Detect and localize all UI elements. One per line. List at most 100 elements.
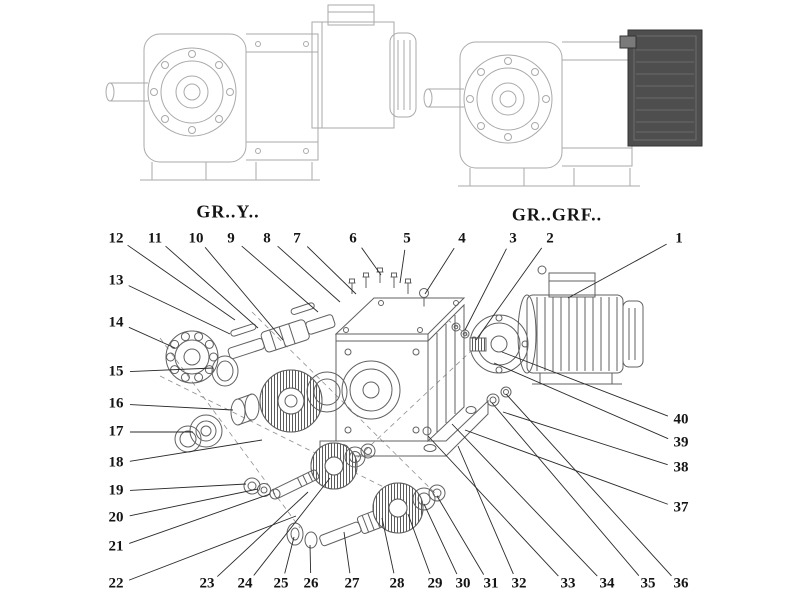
- gear-case-body: [562, 41, 633, 167]
- leader-line-5: [399, 249, 406, 284]
- callout-31: 31: [482, 575, 500, 592]
- front-housing: [143, 33, 247, 163]
- callout-34: 34: [598, 575, 616, 592]
- motor: [517, 265, 644, 385]
- oil-seal-ring: [211, 355, 239, 387]
- callout-38: 38: [672, 459, 690, 476]
- leader-line-1: [567, 243, 667, 299]
- callout-27: 27: [343, 575, 361, 592]
- callout-4: 4: [457, 230, 467, 247]
- exploded-view-drawing: [159, 265, 644, 549]
- housing-bore: [341, 360, 401, 420]
- callout-39: 39: [672, 434, 690, 451]
- callout-16: 16: [107, 395, 125, 412]
- callout-2: 2: [545, 230, 555, 247]
- leader-line-10: [204, 247, 284, 341]
- callout-28: 28: [388, 575, 406, 592]
- input-bearing: [165, 330, 219, 384]
- callout-3: 3: [508, 230, 518, 247]
- drain-plug: [422, 426, 432, 436]
- leader-line-7: [306, 246, 357, 295]
- callout-5: 5: [402, 230, 412, 247]
- fan-cowl: [389, 32, 417, 118]
- leader-line-25: [284, 536, 295, 574]
- callout-13: 13: [107, 272, 125, 289]
- leader-line-39: [493, 362, 669, 440]
- callout-22: 22: [107, 575, 125, 592]
- output-shaft-end: [423, 88, 433, 108]
- gear-housing: [319, 297, 489, 457]
- leader-line-19: [129, 483, 247, 491]
- leader-line-31: [436, 495, 485, 575]
- mounting-foot: [255, 162, 313, 181]
- callout-29: 29: [426, 575, 444, 592]
- leader-line-13: [128, 285, 231, 335]
- leader-line-33: [427, 435, 559, 577]
- front-housing: [459, 41, 563, 169]
- housing-side-face: [427, 303, 465, 443]
- mounting-foot: [469, 168, 525, 187]
- leader-line-37: [464, 429, 668, 505]
- gear-case-body: [246, 33, 319, 161]
- callout-24: 24: [236, 575, 254, 592]
- cover-bolts: [348, 267, 429, 307]
- callout-6: 6: [348, 230, 358, 247]
- grf-line-drawing: [423, 29, 703, 187]
- callout-25: 25: [272, 575, 290, 592]
- callout-30: 30: [454, 575, 472, 592]
- leader-line-15: [129, 367, 214, 372]
- callout-8: 8: [262, 230, 272, 247]
- fan-cowl: [622, 300, 644, 368]
- leader-line-8: [277, 245, 341, 303]
- leader-line-20: [129, 488, 259, 517]
- output-shaft-assembly: [286, 482, 446, 549]
- callout-10: 10: [187, 230, 205, 247]
- motor-pinion: [469, 337, 487, 352]
- leader-line-14: [128, 326, 176, 349]
- callout-15: 15: [107, 363, 125, 380]
- callout-23: 23: [198, 575, 216, 592]
- leader-line-35: [491, 402, 640, 576]
- callout-19: 19: [107, 482, 125, 499]
- terminal-box: [548, 272, 596, 298]
- callout-20: 20: [107, 509, 125, 526]
- callout-12: 12: [107, 230, 125, 247]
- leader-line-11: [165, 245, 259, 329]
- callout-7: 7: [292, 230, 302, 247]
- retaining-rings: [486, 386, 512, 407]
- callout-40: 40: [672, 411, 690, 428]
- second-stage-gear-cluster: [243, 442, 376, 500]
- leader-line-23: [217, 491, 309, 577]
- leader-line-28: [381, 517, 395, 574]
- motor-body: [311, 21, 395, 129]
- input-shaft-assembly: [227, 302, 336, 360]
- leader-line-34: [451, 423, 598, 577]
- leader-line-4: [424, 247, 455, 295]
- callout-17: 17: [107, 423, 125, 440]
- bolt-icon: [390, 272, 398, 288]
- callout-26: 26: [302, 575, 320, 592]
- mounting-foot: [573, 168, 631, 187]
- block-terminal: [619, 35, 637, 49]
- motor-flange: [469, 314, 529, 374]
- leader-line-21: [129, 493, 271, 544]
- leader-line-3: [464, 248, 507, 331]
- eyebolt-icon: [537, 265, 547, 275]
- intermediate-pinion-shaft: [272, 469, 320, 499]
- spacer-sleeve: [230, 393, 260, 426]
- compact-motor-block: [619, 29, 703, 147]
- callout-18: 18: [107, 454, 125, 471]
- leader-line-2: [475, 247, 543, 341]
- callout-36: 36: [672, 575, 690, 592]
- leader-line-36: [505, 393, 672, 577]
- callout-1: 1: [674, 230, 684, 247]
- housing-cover: [334, 297, 466, 335]
- callout-leader-lines: [127, 243, 672, 581]
- leader-line-40: [501, 351, 669, 417]
- bolt-icon: [404, 278, 412, 294]
- leader-line-32: [457, 445, 514, 575]
- callout-37: 37: [672, 499, 690, 516]
- callout-32: 32: [510, 575, 528, 592]
- leader-line-16: [129, 404, 234, 411]
